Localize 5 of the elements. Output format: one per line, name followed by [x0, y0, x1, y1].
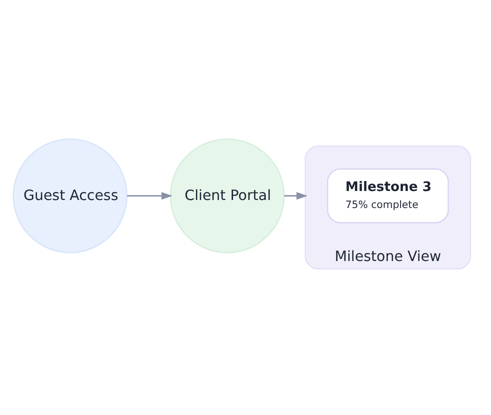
node-circle: Client Portal [169, 138, 284, 254]
node-circle: Guest Access [12, 138, 127, 254]
arrow [284, 192, 307, 200]
arrow [126, 192, 172, 200]
node-box: Milestone 3 75% complete [326, 168, 448, 224]
